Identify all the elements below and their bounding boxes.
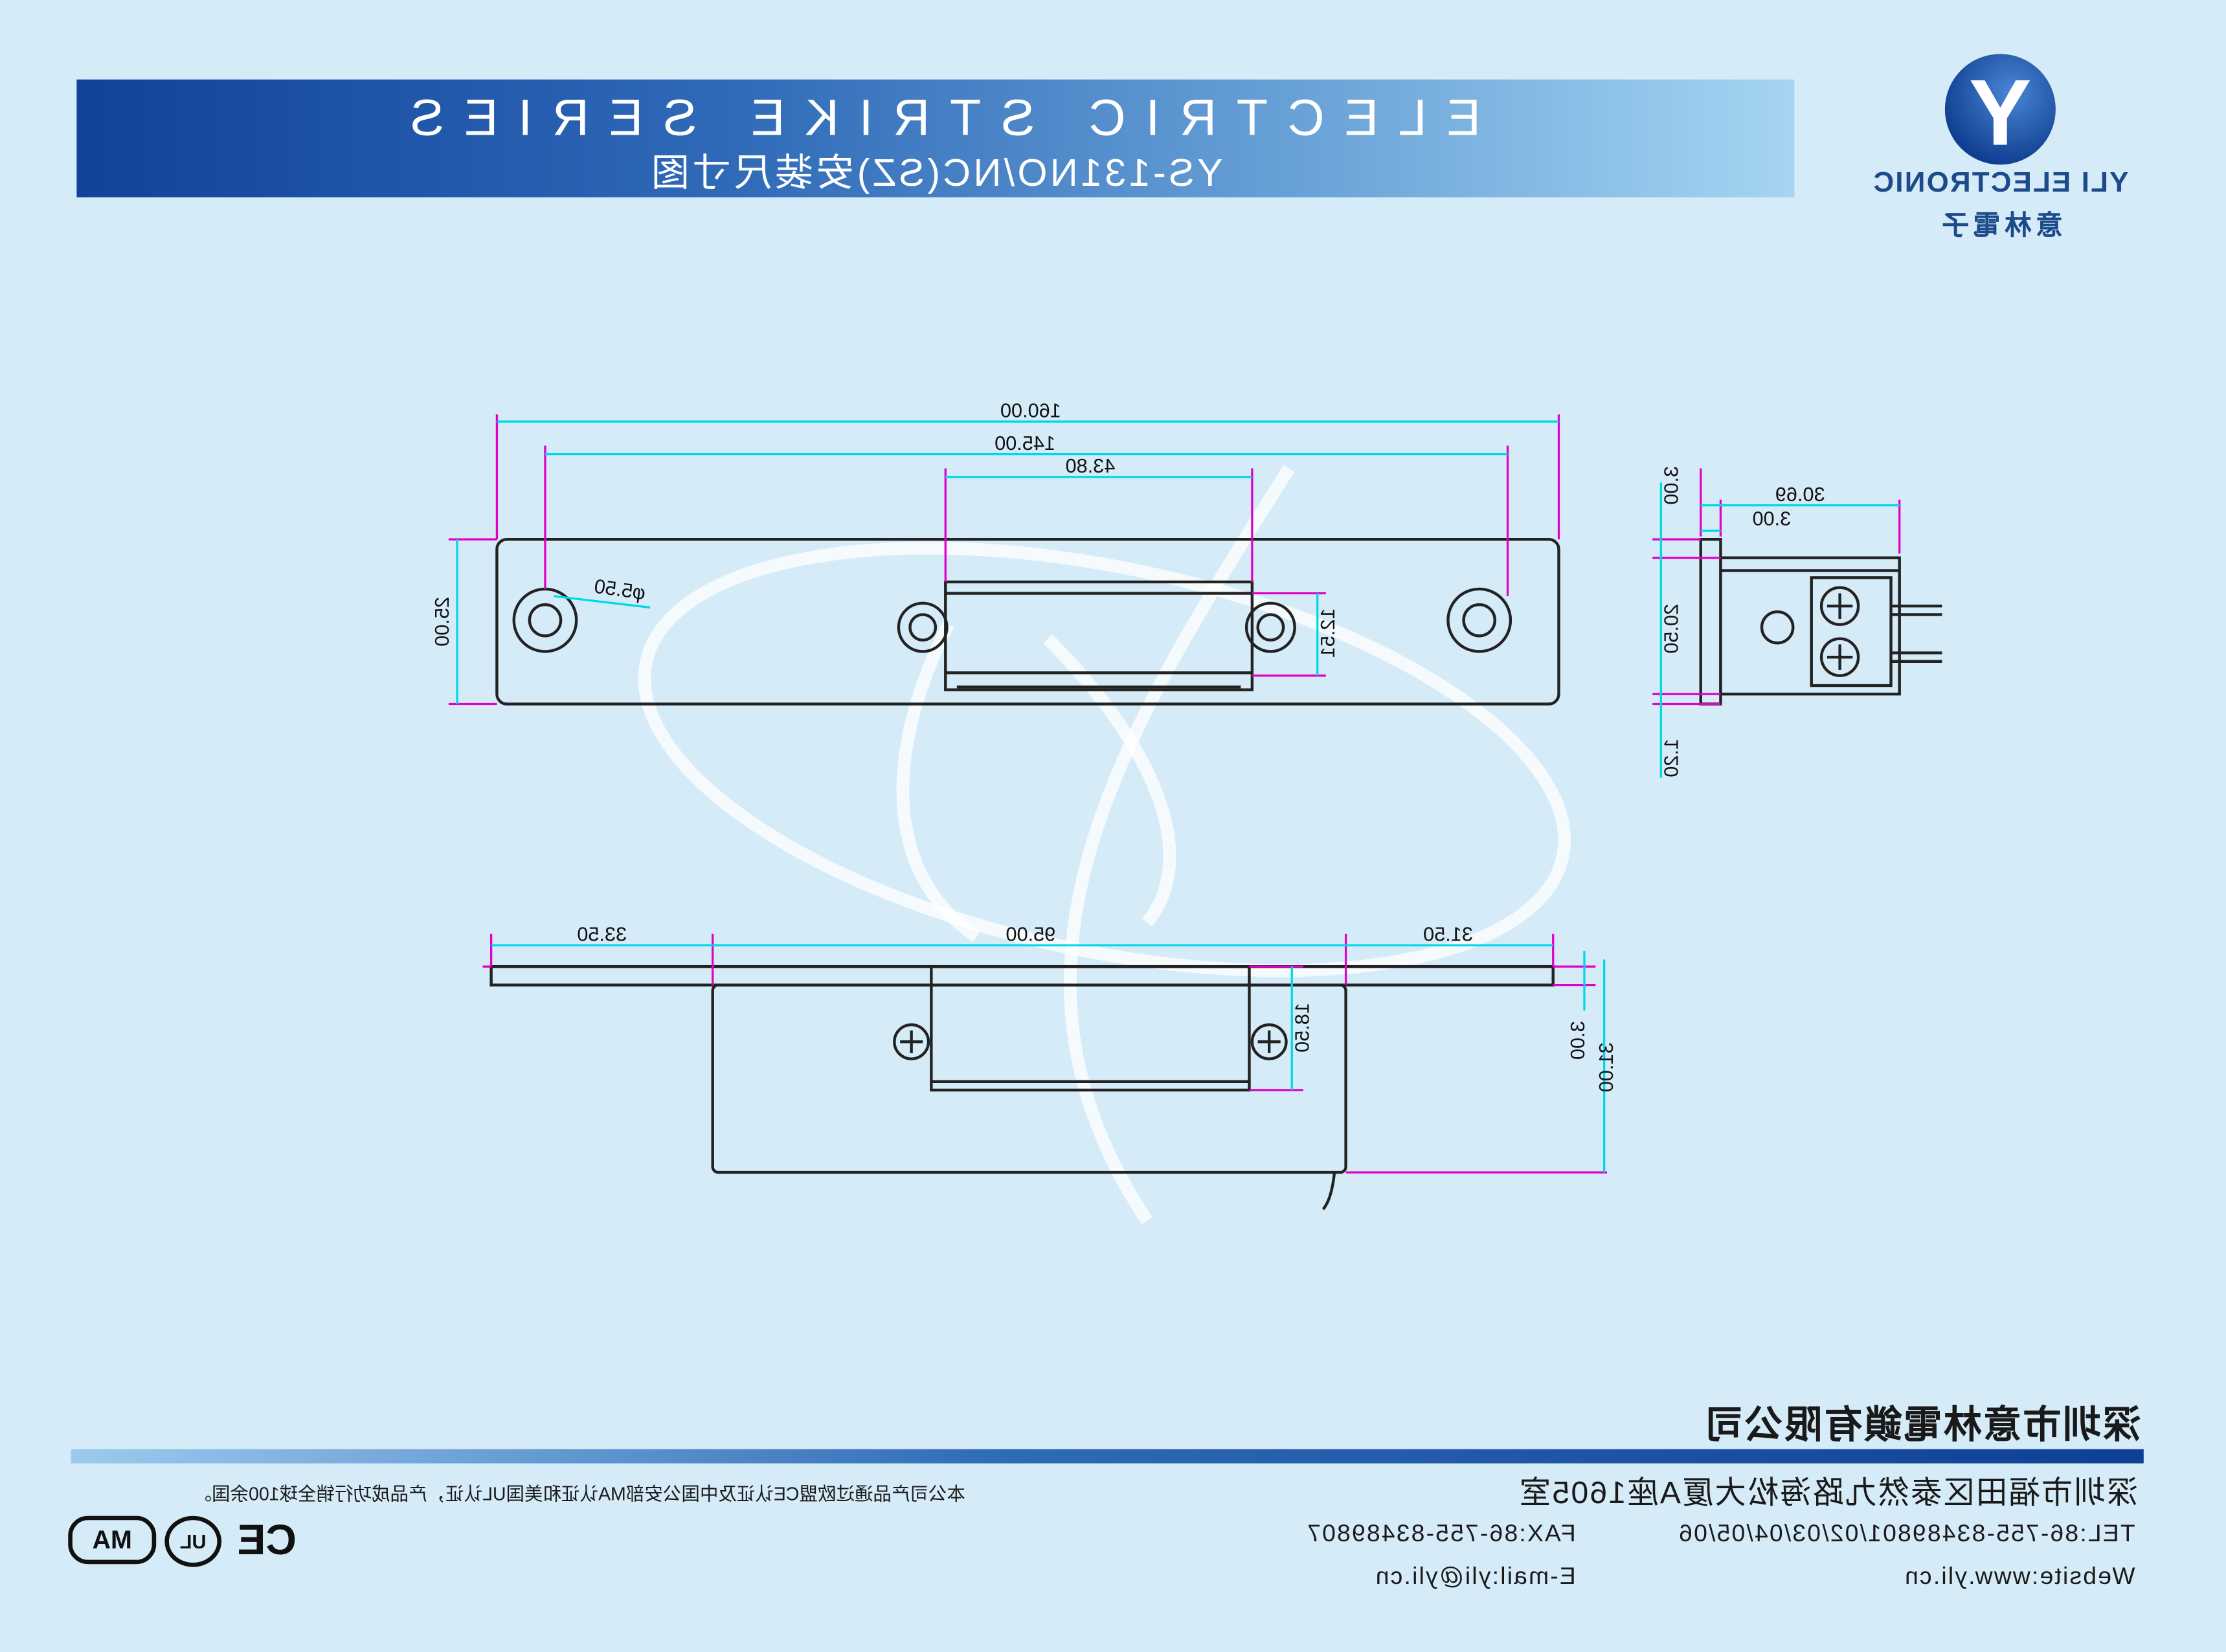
- dim-bottom-offset: 1.20: [1660, 739, 1683, 777]
- certification-marks: CE UL MA: [68, 1515, 297, 1573]
- dim-hole-spacing: 145.00: [995, 432, 1055, 454]
- dim-top-offset: 3.00: [1660, 466, 1683, 505]
- dim-right-segment: 33.50: [577, 923, 627, 946]
- dim-left-segment: 31.50: [1423, 923, 1473, 946]
- fax-number: FAX:86-755-83489807: [1305, 1520, 1576, 1547]
- dimension-lines-top: [456, 420, 1559, 704]
- ce-mark-icon: CE: [237, 1517, 297, 1565]
- company-address: 深圳市福田区泰然九路海松大厦A座1605室: [1518, 1475, 2139, 1510]
- company-name: 深圳市意林電鎖有限公司: [1703, 1403, 2141, 1447]
- mounting-hole-left: [1446, 587, 1512, 653]
- dim-plate-thickness-front: 3.00: [1566, 1021, 1589, 1060]
- side-view: 30.69 3.00 3.00 20.50 1.20: [1652, 466, 1942, 778]
- extension-lines-side: [1652, 468, 1901, 706]
- front-screw-left: [1250, 1023, 1288, 1060]
- torx-screw-right: [897, 601, 949, 653]
- ul-mark-icon: UL: [164, 1515, 222, 1567]
- dim-plate-height: 25.00: [431, 597, 453, 647]
- dim-body-length: 95.00: [1006, 923, 1055, 946]
- dim-body-height: 20.50: [1660, 604, 1683, 654]
- dim-total-depth: 30.69: [1775, 483, 1825, 506]
- certification-note: 本公司产品通过欧盟CE认证及中国公安部MA认证和美国UL认证，产品成功行销全球1…: [193, 1483, 965, 1505]
- email-link[interactable]: E-mail:yli@yli.cn: [1374, 1563, 1576, 1590]
- dim-opening-depth: 12.51: [1316, 608, 1339, 658]
- extension-lines-top: [448, 414, 1560, 706]
- top-view: 160.00 145.00 43.80 25.00 12.51 φ5.50: [431, 399, 1560, 706]
- dim-overall-length: 160.00: [1000, 399, 1061, 422]
- dim-keeper-opening: 43.80: [1066, 454, 1116, 477]
- terminal-block: [1819, 586, 1942, 677]
- torx-screw-left: [1244, 601, 1296, 653]
- dim-keeper-width: 18.50: [1291, 1003, 1314, 1053]
- ma-mark-icon: MA: [68, 1515, 157, 1565]
- dim-body-depth: 31.00: [1595, 1042, 1617, 1092]
- telephone: TEL:86-755-83489801/02/03/04/05/06: [1678, 1520, 2135, 1547]
- website-link[interactable]: Website:www.yli.cn: [1903, 1563, 2135, 1590]
- front-screw-right: [893, 1023, 930, 1060]
- footer-divider: [71, 1449, 2144, 1464]
- front-view: 31.50 95.00 33.50 18.50 3.00 31.00: [482, 923, 1617, 1211]
- watermark: [638, 465, 1571, 1225]
- side-body-outline: [1699, 537, 1901, 706]
- dim-hole-diameter: φ5.50: [593, 575, 647, 605]
- dimension-lines-side: [1659, 482, 1900, 778]
- front-body-outline: [489, 965, 1555, 1211]
- plate-outline: [495, 537, 1560, 706]
- extension-lines-front: [482, 933, 1608, 1174]
- dim-plate-thickness-side: 3.00: [1752, 507, 1791, 530]
- dimension-lines-front: [491, 944, 1606, 1173]
